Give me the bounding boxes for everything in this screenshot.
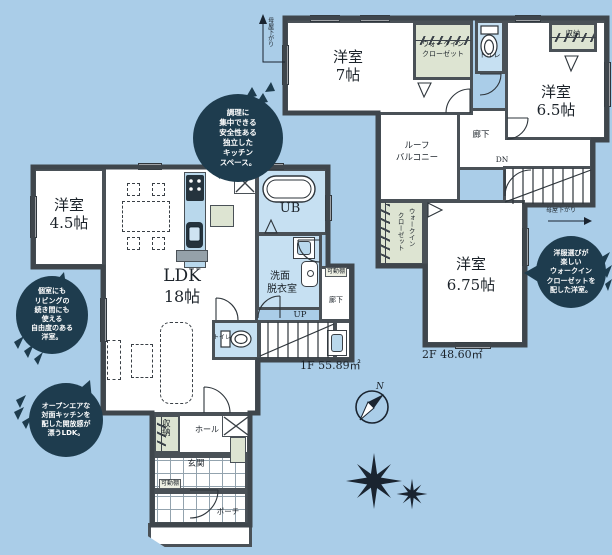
- stairs-down-label: DN: [495, 155, 509, 164]
- callout-line: リビングの: [34, 296, 70, 305]
- room-label: バルコニー: [395, 153, 439, 163]
- storage-label: 収納: [160, 419, 171, 436]
- stove-icon: [186, 175, 204, 201]
- callout-line: 配した洋室。: [550, 285, 592, 294]
- dining-chair-icon: [127, 237, 140, 250]
- room-label: 洗面: [270, 271, 290, 282]
- window-icon: [138, 163, 162, 170]
- dining-table-icon: [122, 201, 170, 232]
- room-label: 洋室: [455, 255, 487, 273]
- room-size-label: 18帖: [163, 287, 201, 306]
- callout-line: 使える: [41, 315, 63, 323]
- window-icon: [604, 62, 611, 107]
- callout-line: 集中できる: [219, 118, 257, 128]
- callout-line: 続き間にも: [34, 305, 70, 314]
- tv-board-icon: [107, 340, 121, 380]
- window-icon: [325, 195, 332, 221]
- room-label: クローゼット: [422, 50, 464, 58]
- compass-icon: [355, 390, 389, 424]
- room-label: 廊下: [329, 296, 343, 304]
- hanger-pipe-icon: [381, 202, 390, 264]
- callout-line: 洋服選びが: [553, 248, 589, 257]
- room-label: LDK: [163, 266, 201, 286]
- room-label: 洋室: [540, 83, 572, 101]
- room-size-label: 7帖: [335, 66, 361, 84]
- hall-closet-icon: [222, 415, 250, 437]
- room-label: ポーチ: [216, 507, 240, 516]
- callout-line: 楽しい: [560, 258, 582, 267]
- room-1f-stairs: [258, 320, 336, 360]
- room-label: 洋室: [53, 196, 85, 214]
- room-label: ホール: [195, 425, 219, 434]
- room-label: ウォークイン: [407, 208, 416, 247]
- room-label: 洋室: [332, 48, 364, 66]
- room-label: 脱衣室: [267, 284, 297, 295]
- kitchen-sink-icon: [186, 222, 203, 248]
- room-label: UB: [279, 201, 301, 216]
- storage-cabinet-icon: [327, 330, 347, 356]
- room-label: ルーフ: [404, 141, 430, 151]
- dining-chair-icon: [152, 183, 165, 196]
- window-icon: [100, 298, 107, 342]
- room-size-label: 6.5帖: [536, 101, 576, 119]
- shelf-label: 可動棚: [324, 267, 348, 278]
- callout-line: 調理に: [226, 108, 250, 118]
- window-icon: [282, 45, 289, 85]
- callout-ldk: オープンエアな 対面キッチンを 配した開放感が 漂うLDK。: [29, 383, 103, 457]
- callout-kitchen: 調理に 集中できる 安全性ある 独立した キッチン スペース。: [193, 94, 283, 182]
- room-label: クローゼット: [396, 212, 405, 251]
- callout-wic: 洋服選びが 楽しい ウォークイン クローゼットを 配した洋室。: [536, 236, 606, 308]
- callout-line: クローゼットを: [546, 276, 596, 285]
- room-size-label: 6.75帖: [446, 276, 496, 294]
- shelf-label: 可動棚: [158, 479, 182, 490]
- washbasin-icon: [301, 261, 318, 287]
- floor1-area-label: 1F 55.89㎡: [300, 359, 361, 372]
- callout-line: 安全性ある: [219, 128, 257, 138]
- kitchen-island: [210, 205, 234, 227]
- window-icon: [360, 15, 390, 22]
- callout-line: 個室にも: [38, 287, 66, 296]
- storage-label: 収納: [565, 29, 581, 38]
- callout-line: スペース。: [219, 157, 257, 167]
- callout-flex-room: 個室にも リビングの 続き間にも 使える 自由度のある 洋室。: [16, 276, 88, 354]
- entrance-storage: [230, 437, 246, 463]
- dining-chair-icon: [127, 183, 140, 196]
- window-icon: [522, 228, 529, 266]
- stairs-up-label: UP: [293, 310, 307, 320]
- dining-chair-icon: [152, 237, 165, 250]
- callout-line: 独立した: [223, 138, 253, 147]
- room-label: 玄関: [187, 459, 205, 469]
- room-label: 廊下: [472, 130, 490, 140]
- room-label: ウォークイン: [422, 40, 464, 48]
- callout-line: 配した開放感が: [41, 420, 91, 428]
- sofa-icon: [160, 322, 193, 404]
- ceiling-slope-note: 母屋下がり: [266, 17, 274, 47]
- low-table-icon: [131, 344, 153, 378]
- callout-line: ウォークイン: [550, 267, 592, 276]
- callout-line: 漂うLDK。: [47, 429, 85, 438]
- porch-step: [148, 523, 252, 547]
- callout-line: 洋室。: [41, 333, 63, 342]
- compass-north-label: N: [376, 382, 384, 392]
- window-icon: [310, 15, 340, 22]
- ceiling-slope-note: 母屋下がり: [546, 207, 577, 214]
- floor2-area-label: 2F 48.60㎡: [422, 348, 483, 361]
- counter-base: [176, 250, 208, 262]
- callout-line: 対面キッチンを: [41, 410, 91, 419]
- callout-line: キッチン: [223, 147, 253, 157]
- window-icon: [30, 196, 37, 238]
- window-icon: [515, 15, 541, 22]
- room-2f-toilet: [475, 20, 505, 74]
- room-size-label: 4.5帖: [49, 214, 89, 232]
- star-marks-icon: [346, 453, 428, 510]
- room-label: トイレ: [479, 51, 501, 59]
- callout-line: オープンエアな: [41, 401, 91, 410]
- room-label: トイレ: [212, 334, 232, 341]
- washing-machine-icon: [293, 237, 315, 259]
